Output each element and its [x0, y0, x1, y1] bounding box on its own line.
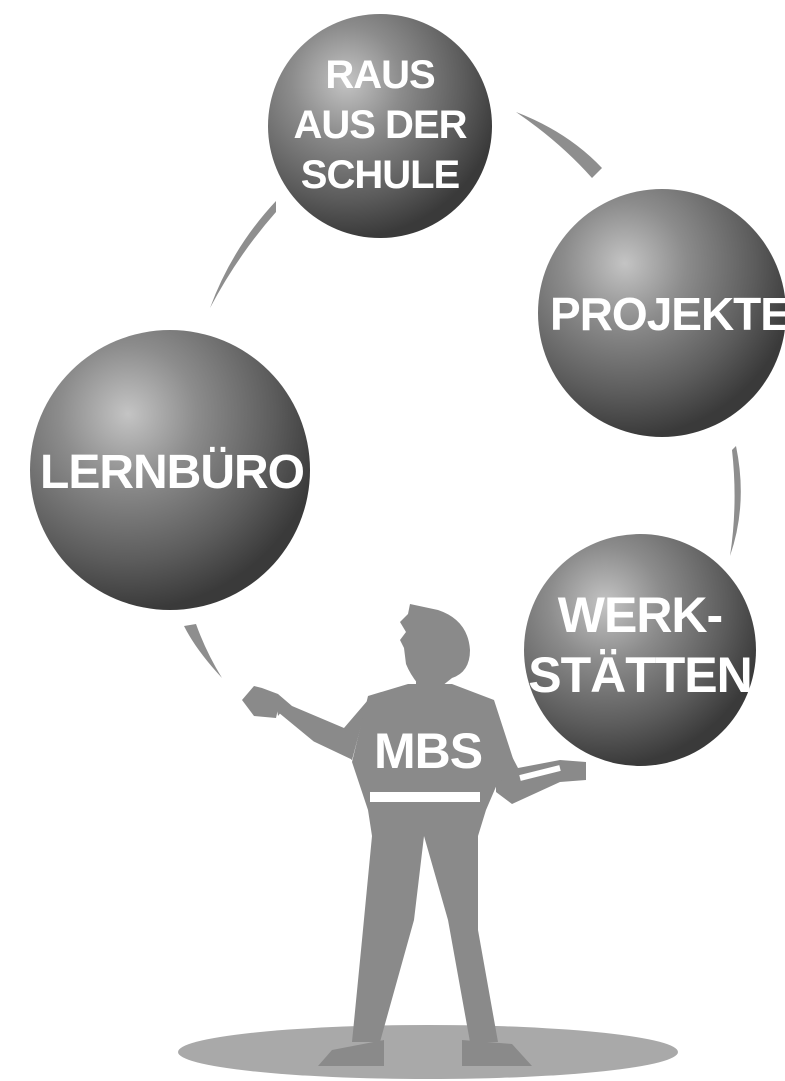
- ball-label-projekte: PROJEKTE: [550, 288, 785, 340]
- juggler-left-arm: [262, 688, 368, 760]
- juggler-left-shoe: [318, 1040, 384, 1066]
- ball-projekte: PROJEKTE: [538, 189, 785, 437]
- ball-label-lernbuero: LERNBÜRO: [40, 446, 304, 499]
- ball-label-werkstaetten-line-2: STÄTTEN: [528, 647, 752, 703]
- juggler-figure: [242, 604, 586, 1066]
- ball-label-raus-line-3: SCHULE: [301, 153, 460, 197]
- ball-label-raus-line-1: RAUS: [325, 53, 435, 97]
- arc-projekte-to-werkstaetten: [730, 446, 741, 556]
- juggler-belt: [370, 792, 480, 802]
- ball-label-raus-line-2: AUS DER: [293, 103, 467, 147]
- juggler-right-leg: [424, 836, 498, 1042]
- ball-werkstaetten: WERK- STÄTTEN: [524, 534, 756, 766]
- ball-raus-aus-der-schule: RAUS AUS DER SCHULE: [268, 14, 492, 238]
- arc-lernbuero-to-hands: [184, 624, 222, 678]
- juggler-left-leg: [352, 836, 424, 1042]
- ball-lernbuero: LERNBÜRO: [30, 330, 310, 610]
- arc-raus-to-projekte: [516, 112, 602, 178]
- juggler-left-hand: [242, 686, 280, 718]
- juggler-right-arm: [496, 726, 586, 804]
- juggler-head: [400, 604, 470, 686]
- arc-raus-to-lernbuero: [210, 201, 276, 308]
- ball-label-werkstaetten-line-1: WERK-: [558, 587, 722, 643]
- juggler-right-shoe: [462, 1040, 532, 1066]
- juggler-right-sleeve-edge: [519, 765, 561, 781]
- shirt-label-mbs: MBS: [374, 723, 482, 779]
- motion-arcs: [184, 112, 741, 678]
- ground-shadow: [178, 1025, 678, 1079]
- juggler-left-sleeve-edge: [276, 713, 352, 765]
